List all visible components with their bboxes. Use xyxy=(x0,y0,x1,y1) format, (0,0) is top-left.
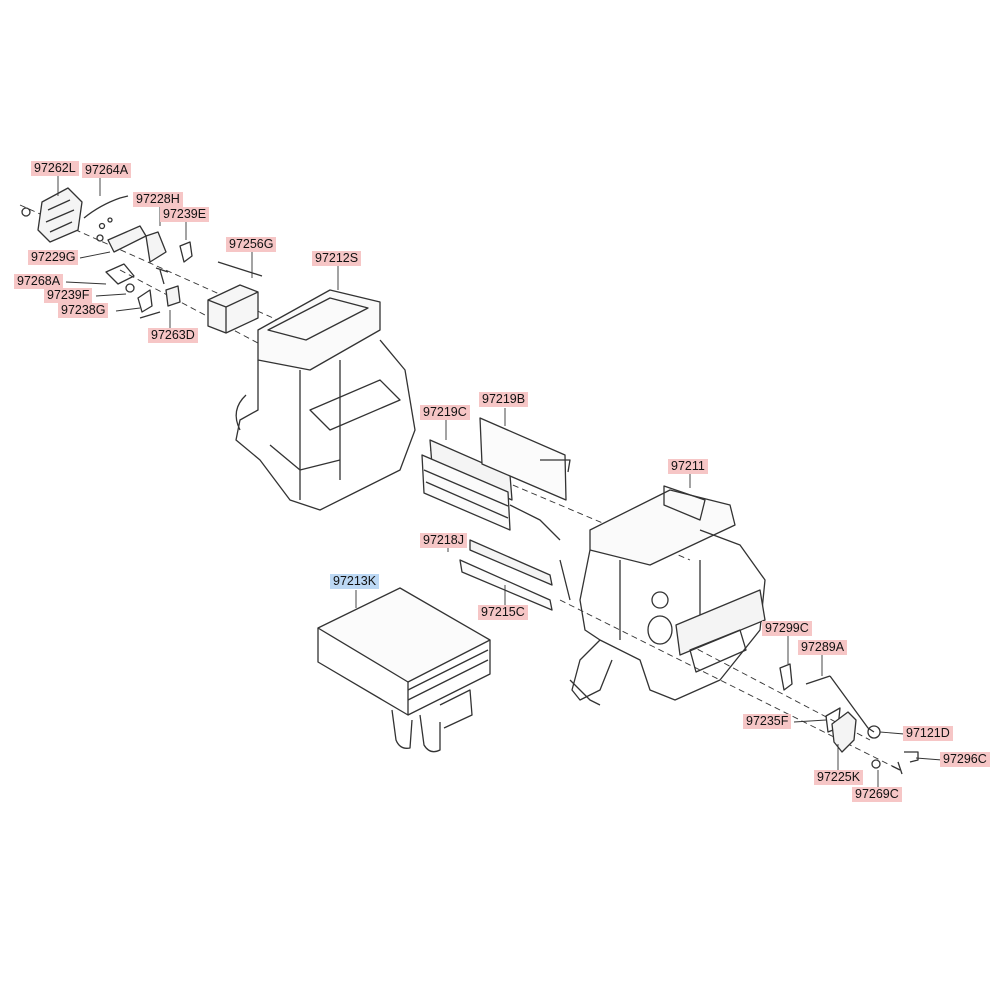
filter-plates xyxy=(421,417,571,611)
part-label-97235F: 97235F xyxy=(743,714,792,729)
part-label-97228H: 97228H xyxy=(133,192,183,207)
part-label-97219C: 97219C xyxy=(420,405,470,420)
part-label-97225K: 97225K xyxy=(814,770,864,785)
main-case-97211 xyxy=(569,485,766,706)
blower-housing-97212S xyxy=(235,289,416,511)
heater-core-97213K xyxy=(317,587,491,753)
part-label-97299C: 97299C xyxy=(762,621,812,636)
right-actuator-assembly xyxy=(779,663,919,775)
part-label-97229G: 97229G xyxy=(28,250,79,265)
part-label-97264A: 97264A xyxy=(82,163,132,178)
leader-lines xyxy=(57,176,943,788)
part-label-97215C: 97215C xyxy=(478,605,528,620)
part-label-97219B: 97219B xyxy=(479,392,529,407)
part-label-97239F: 97239F xyxy=(44,288,93,303)
part-label-97212S: 97212S xyxy=(312,251,362,266)
actuator-97256G xyxy=(207,261,263,334)
part-label-97238G: 97238G xyxy=(58,303,109,318)
part-label-97256G: 97256G xyxy=(226,237,277,252)
part-label-97218J: 97218J xyxy=(420,533,468,548)
part-label-97211: 97211 xyxy=(668,459,708,474)
part-label-97262L: 97262L xyxy=(31,161,79,176)
part-label-97268A: 97268A xyxy=(14,274,64,289)
left-actuator-assembly xyxy=(21,187,193,319)
part-label-97289A: 97289A xyxy=(798,640,848,655)
part-label-97269C: 97269C xyxy=(852,787,902,802)
part-label-97213K: 97213K xyxy=(330,574,380,589)
part-label-97121D: 97121D xyxy=(903,726,953,741)
part-label-97263D: 97263D xyxy=(148,328,198,343)
part-label-97296C: 97296C xyxy=(940,752,990,767)
part-label-97239E: 97239E xyxy=(160,207,210,222)
